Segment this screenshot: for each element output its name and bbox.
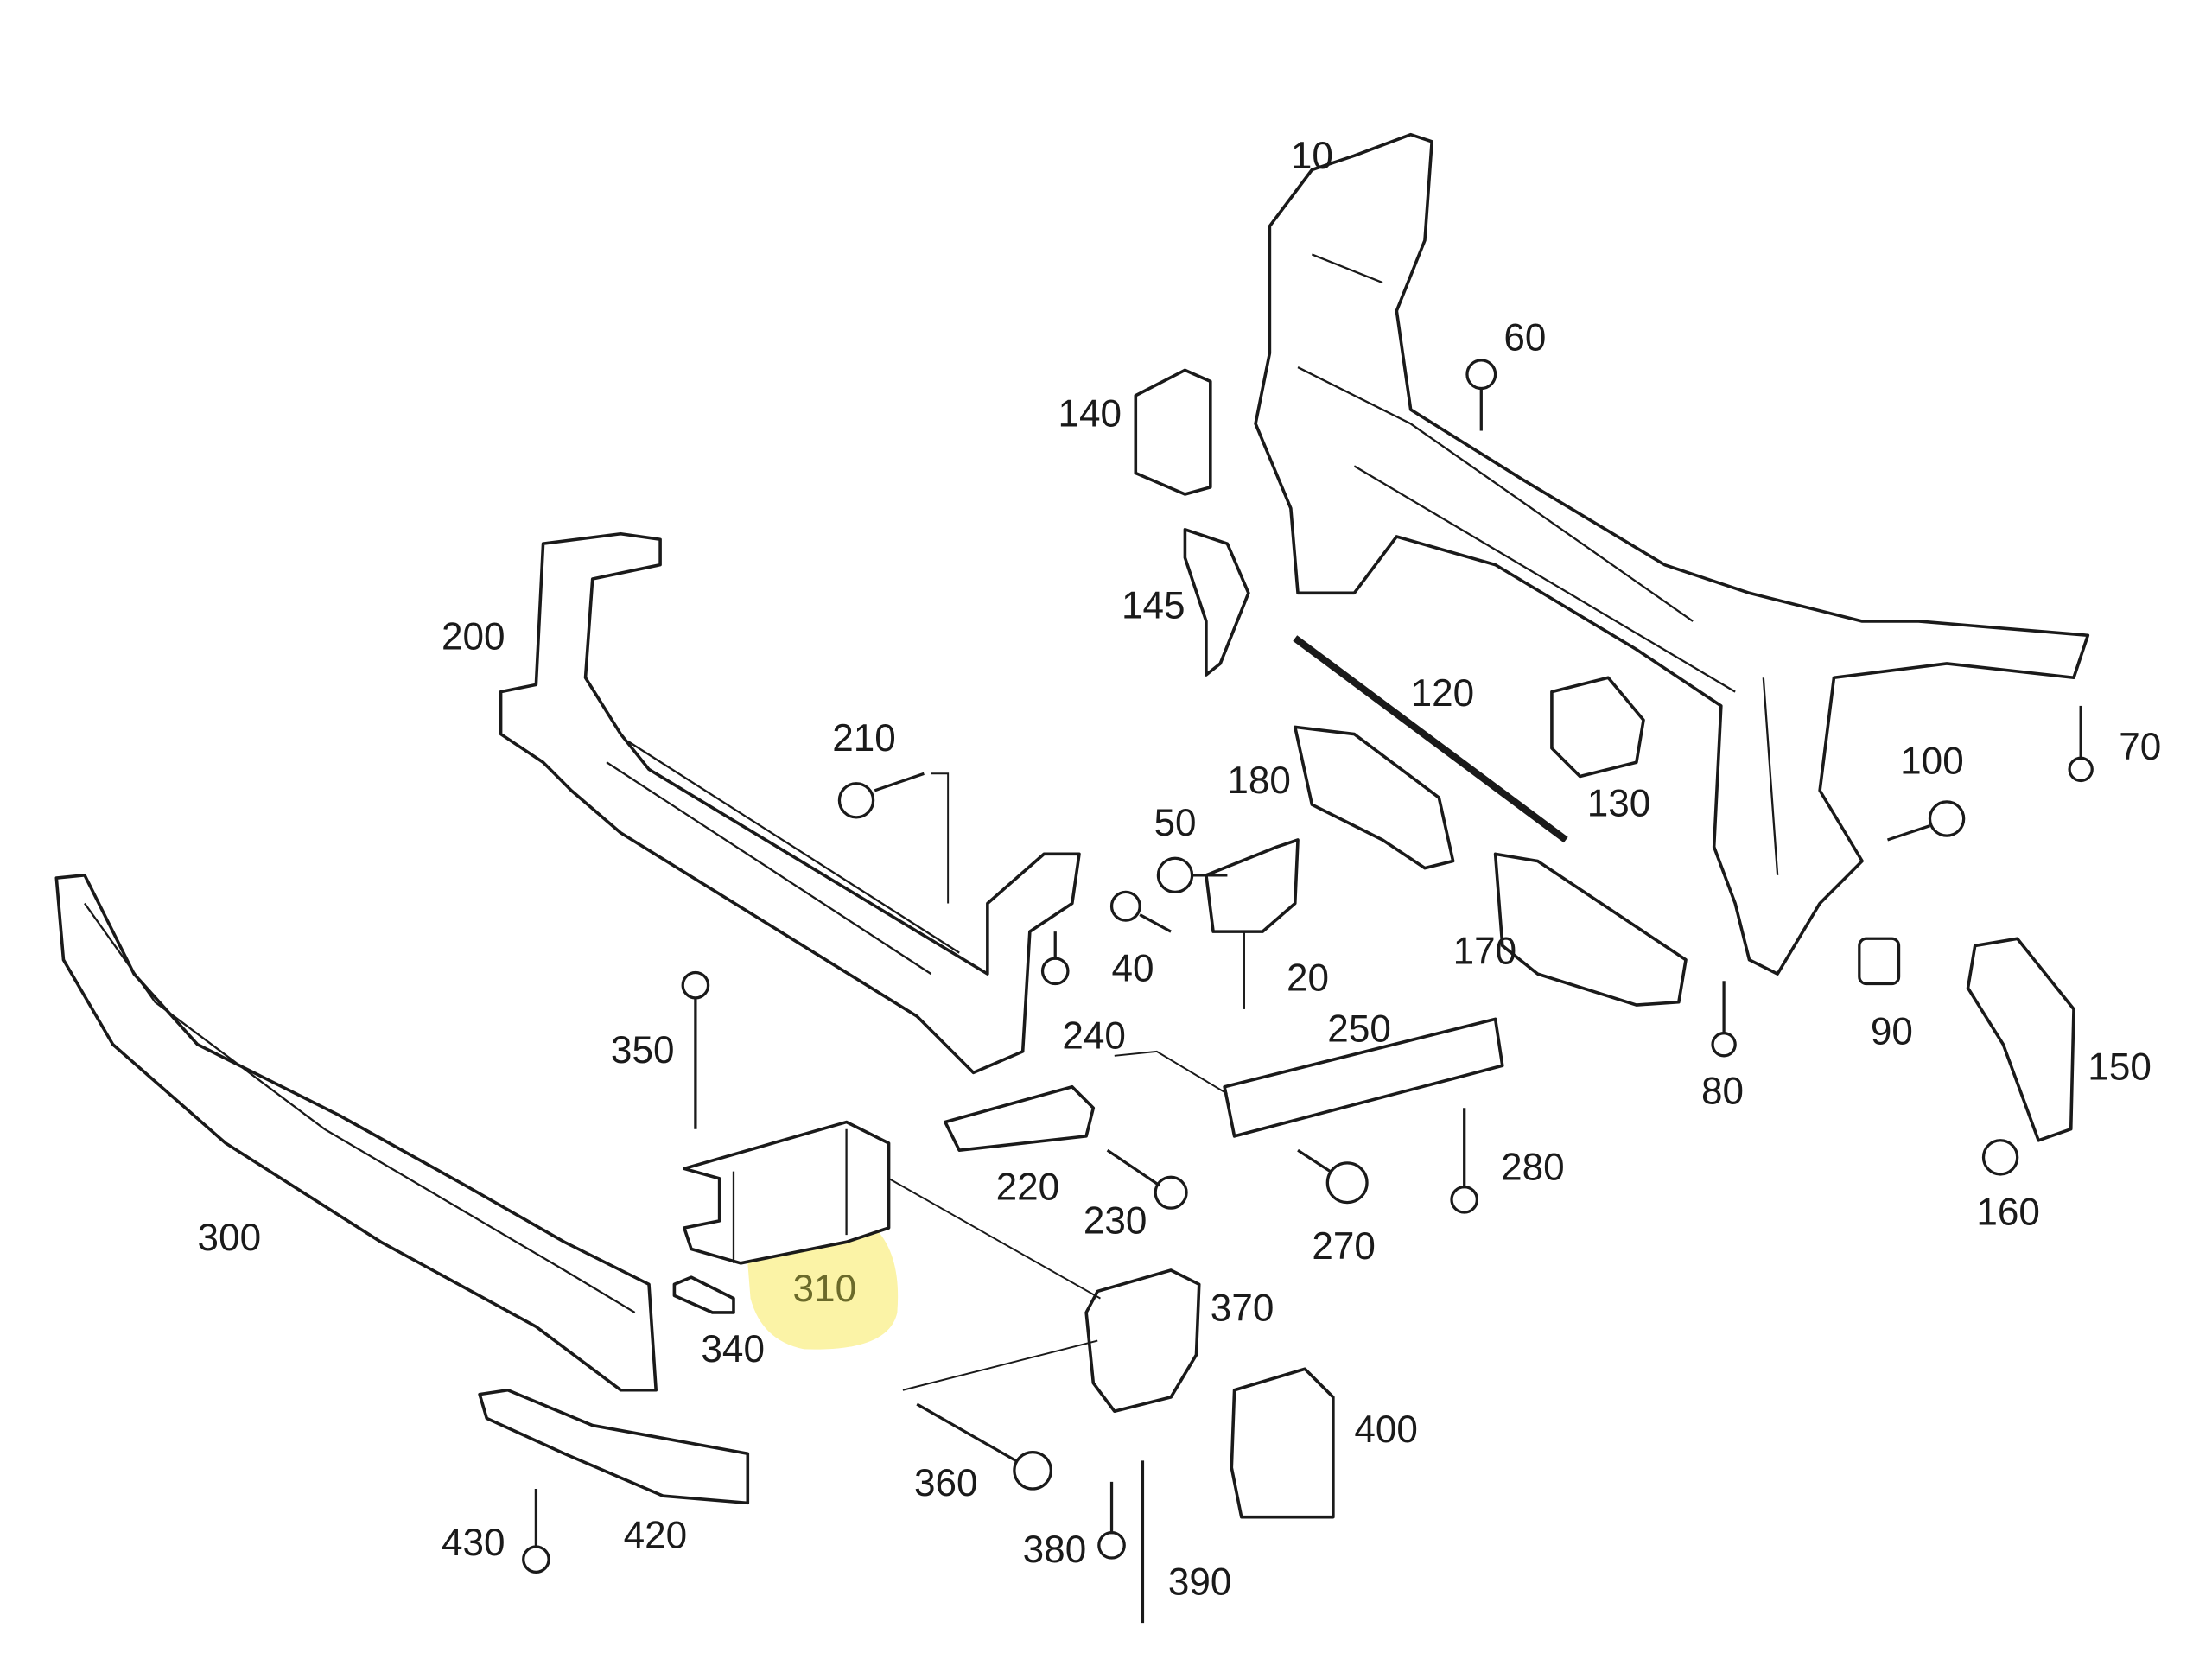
label-120: 120 [1411,672,1475,715]
label-280: 280 [1501,1146,1565,1188]
fasteners [522,359,2094,1624]
part-220 [944,1084,1096,1152]
label-145: 145 [1122,585,1185,627]
label-230: 230 [1084,1200,1147,1243]
fastener-350 [681,970,710,1000]
part-370 [1084,1268,1201,1414]
label-220: 220 [996,1166,1060,1208]
fastener-100 [1928,800,1966,837]
fastener-240 [1040,957,1070,986]
label-200: 200 [442,616,505,658]
fastener-280 [1450,1186,1479,1214]
fastener-270 [1325,1161,1369,1205]
label-150: 150 [2088,1046,2152,1089]
label-80: 80 [1701,1070,1744,1112]
bumper-beam-part-300 [54,874,658,1392]
label-380: 380 [1023,1529,1087,1571]
part-labels: 10 60 140 145 200 120 130 210 180 50 100… [198,135,2162,1604]
label-270: 270 [1312,1225,1376,1268]
label-400: 400 [1354,1408,1418,1451]
fastener-60 [1465,359,1497,391]
label-140: 140 [1058,393,1122,436]
label-350: 350 [611,1029,675,1071]
part-150 [1966,937,2075,1142]
label-180: 180 [1227,760,1291,802]
label-250: 250 [1327,1008,1391,1050]
fastener-430 [522,1545,550,1574]
label-160: 160 [1976,1192,2040,1234]
fastener-80 [1711,1032,1737,1058]
label-390: 390 [1168,1561,1232,1603]
label-60: 60 [1503,316,1546,359]
fastener-50 [1156,856,1194,894]
fastener-380 [1097,1531,1126,1560]
fastener-210 [837,782,875,819]
leader-lines [888,772,1228,1391]
part-20 [1205,838,1300,933]
label-210: 210 [832,717,896,760]
fastener-70 [2068,756,2094,783]
part-250 [1223,1017,1504,1138]
label-360: 360 [914,1462,978,1504]
label-420: 420 [624,1515,688,1557]
label-10: 10 [1291,135,1333,177]
radiator-support-part-10 [1254,132,2090,976]
fastener-40 [1109,890,1141,922]
part-170 [1493,852,1688,1007]
crossmember-part-200 [499,531,1081,1075]
label-40: 40 [1112,947,1154,989]
part-145 [1183,528,1250,677]
part-180 [1293,725,1455,870]
label-430: 430 [442,1522,505,1564]
fastener-360 [1013,1450,1052,1491]
part-130 [1550,676,1645,779]
fastener-230 [1154,1175,1188,1210]
label-170: 170 [1453,931,1517,973]
label-370: 370 [1211,1287,1274,1330]
label-300: 300 [198,1217,262,1259]
part-420 [478,1388,750,1505]
fastener-160 [1981,1139,2019,1176]
label-100: 100 [1900,740,1964,782]
label-90: 90 [1871,1011,1913,1053]
label-70: 70 [2119,726,2161,768]
label-20: 20 [1287,957,1329,1000]
label-310: 310 [793,1268,857,1310]
part-140 [1134,368,1212,496]
label-340: 340 [701,1328,765,1370]
label-240: 240 [1062,1015,1126,1058]
part-400 [1230,1367,1335,1519]
part-340 [672,1275,735,1314]
label-130: 130 [1587,782,1651,824]
fastener-90 [1858,937,1901,986]
bracket-part-310 [683,1120,891,1265]
part-120 [1293,635,1568,843]
label-50: 50 [1154,802,1197,844]
